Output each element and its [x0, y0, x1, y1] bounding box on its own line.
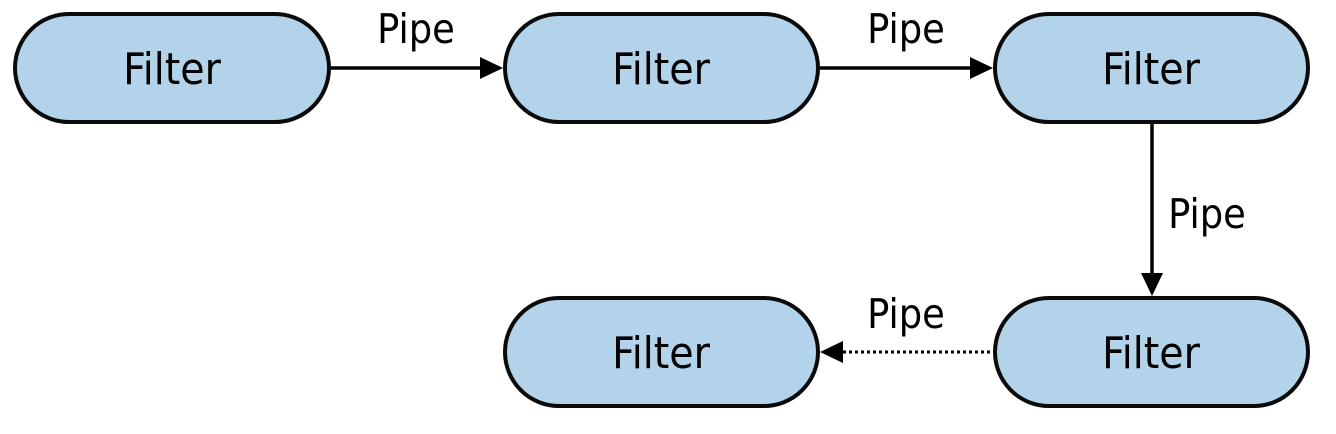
edge-filter2-to-filter3: Pipe: [820, 5, 993, 79]
filter-node-shape: [503, 296, 820, 408]
filter-node-shape: [503, 12, 820, 124]
filter-node-1: Filter: [13, 12, 331, 124]
edge-filter1-to-filter2: Pipe: [331, 5, 503, 79]
filter-node-shape: [13, 12, 331, 124]
filter-node-shape: [993, 296, 1310, 408]
filter-node-5: Filter: [503, 296, 820, 408]
pipe-label: Pipe: [377, 5, 455, 53]
edge-filter3-to-filter4: Pipe: [1141, 124, 1246, 296]
arrow-head-icon: [970, 57, 993, 79]
filter-node-label: Filter: [612, 44, 710, 95]
filter-node-label: Filter: [123, 44, 221, 95]
filter-node-label: Filter: [1102, 44, 1200, 95]
filter-node-2: Filter: [503, 12, 820, 124]
arrow-head-icon: [480, 57, 503, 79]
edge-filter4-to-filter5: Pipe: [820, 290, 990, 363]
filter-node-label: Filter: [612, 328, 710, 379]
arrow-head-icon: [820, 341, 843, 363]
filter-node-4: Filter: [993, 296, 1310, 408]
filter-node-label: Filter: [1102, 328, 1200, 379]
arrow-head-icon: [1141, 273, 1163, 296]
filter-node-3: Filter: [993, 12, 1310, 124]
pipe-label: Pipe: [1168, 190, 1246, 238]
pipe-label: Pipe: [867, 5, 945, 53]
pipe-label: Pipe: [867, 290, 945, 338]
filter-node-shape: [993, 12, 1310, 124]
